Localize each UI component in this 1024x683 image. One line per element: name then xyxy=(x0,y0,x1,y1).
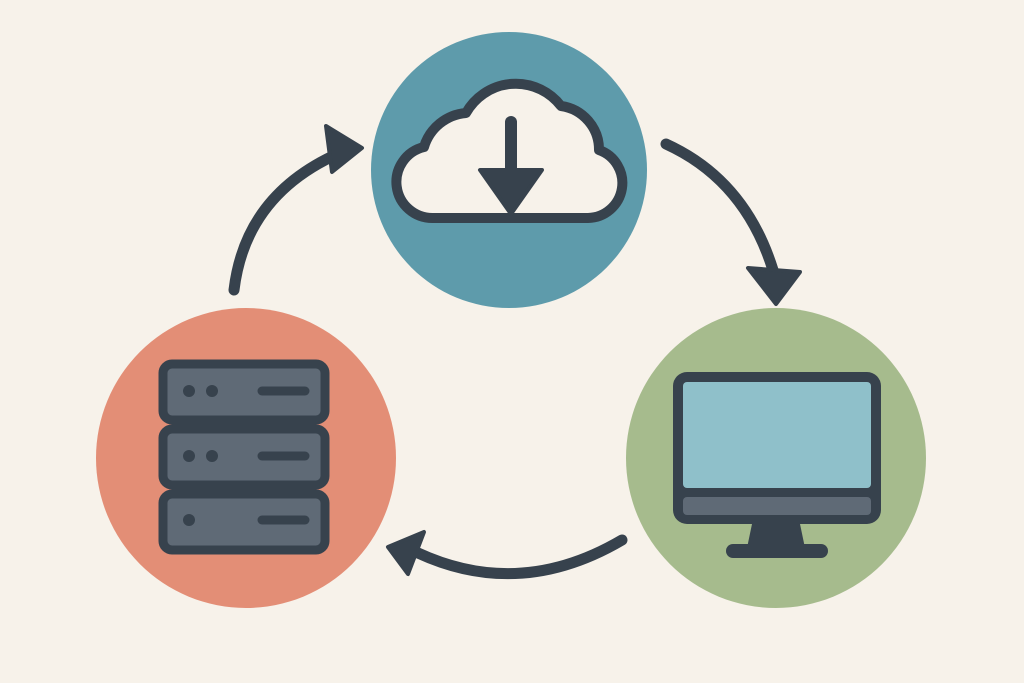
desktop-monitor-icon xyxy=(673,372,881,558)
server-unit xyxy=(158,424,330,490)
arrow-computer-to-server xyxy=(386,530,628,580)
server-unit xyxy=(158,489,330,555)
computer-node xyxy=(626,308,926,608)
cloud-download-icon xyxy=(391,78,628,224)
arrowhead-icon xyxy=(386,530,426,576)
monitor-stand-base xyxy=(726,544,828,558)
monitor-screen xyxy=(683,382,871,488)
arrowhead-icon xyxy=(746,266,802,306)
server-rack-icon xyxy=(158,359,330,555)
download-arrow-head xyxy=(478,168,544,216)
server-unit xyxy=(158,359,330,425)
server-node xyxy=(96,308,396,608)
cloud-node xyxy=(371,32,647,308)
arrow-server-to-cloud xyxy=(228,124,364,296)
monitor-chin xyxy=(683,497,871,515)
arrow-cloud-to-computer xyxy=(660,138,802,306)
monitor-neck xyxy=(747,524,805,548)
arrowhead-icon xyxy=(324,124,364,174)
